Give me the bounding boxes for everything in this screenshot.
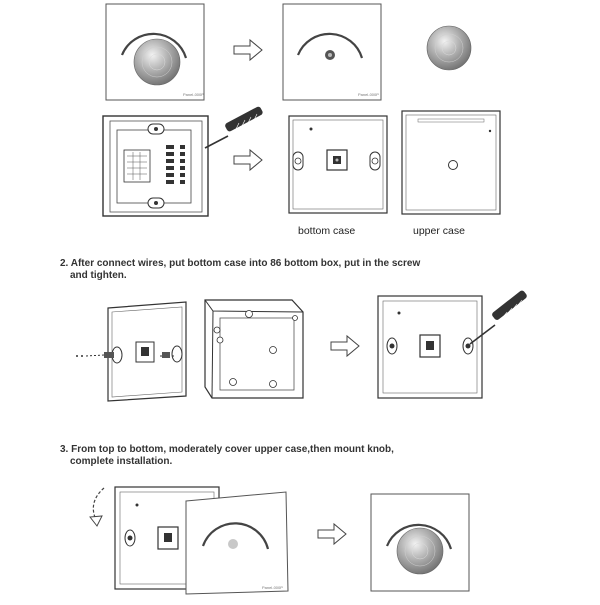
panel-with-knob: Panel-000P	[105, 3, 205, 101]
arrow-right-icon	[233, 148, 263, 172]
arrow-right-icon	[330, 334, 360, 358]
upper-case-covering: Panel-000P	[185, 491, 289, 595]
step-2-line-2: and tighten.	[70, 270, 127, 281]
upper-case-caption: upper case	[413, 225, 465, 237]
screwdriver-icon	[469, 290, 527, 345]
knob-loose	[426, 25, 472, 71]
panel-model-mark: Panel-000P	[183, 92, 204, 97]
curved-arrow-down-icon	[89, 487, 105, 527]
arrow-right-icon	[317, 522, 347, 546]
step-3-instruction: 3. From top to bottom, moderately cover …	[60, 444, 394, 468]
knob-icon	[133, 38, 181, 86]
bottom-case-tilted	[76, 301, 187, 402]
wall-box-86	[204, 299, 304, 399]
knob-icon	[396, 527, 444, 575]
screwdriver-icon	[204, 106, 263, 149]
bottom-case-caption: bottom case	[298, 225, 356, 237]
panel-model-mark: Panel-000P	[358, 92, 379, 97]
arrow-right-icon	[233, 38, 263, 62]
step-2-line-1: 2. After connect wires, put bottom case …	[60, 258, 421, 269]
panel-installed-complete	[370, 493, 470, 592]
bottom-case	[288, 115, 388, 214]
panel-open-with-terminals	[102, 106, 263, 217]
panel-knob-removed: Panel-000P	[282, 3, 382, 101]
upper-case	[401, 110, 501, 215]
bottom-case-installed	[377, 290, 527, 399]
step-3-line-1: 3. From top to bottom, moderately cover …	[60, 444, 394, 455]
screw-icon	[85, 352, 174, 358]
knob-icon	[426, 25, 472, 71]
panel-model-mark: Panel-000P	[262, 585, 283, 590]
step-3-line-2: complete installation.	[70, 456, 173, 467]
step-2-instruction: 2. After connect wires, put bottom case …	[60, 258, 420, 282]
